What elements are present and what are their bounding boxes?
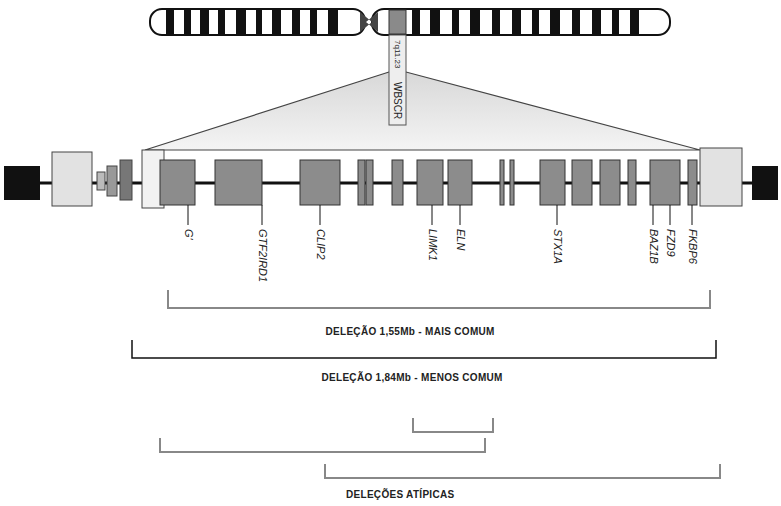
gene-label: FZD9 bbox=[664, 229, 677, 257]
gene-label: ELN bbox=[454, 229, 467, 250]
gene-label: LIMK1 bbox=[426, 229, 439, 261]
deletion-label: DELEÇÃO 1,55Mb - MAIS COMUM bbox=[326, 326, 495, 338]
gene-label: STX1A bbox=[551, 229, 564, 264]
gene-label: GTF2IRD1 bbox=[256, 229, 269, 282]
deletion-label: DELEÇÕES ATÍPICAS bbox=[346, 489, 454, 501]
gene-label: CLIP2 bbox=[314, 229, 327, 260]
deletion-label: DELEÇÃO 1,84Mb - MENOS COMUM bbox=[322, 372, 503, 384]
gene-label: BAZ1B bbox=[647, 229, 660, 264]
region-label: WBSCR bbox=[392, 82, 404, 119]
band-label: 7q11.23 bbox=[392, 40, 401, 68]
gene-label: G' bbox=[182, 229, 195, 240]
gene-label: FKBP6 bbox=[686, 229, 699, 264]
